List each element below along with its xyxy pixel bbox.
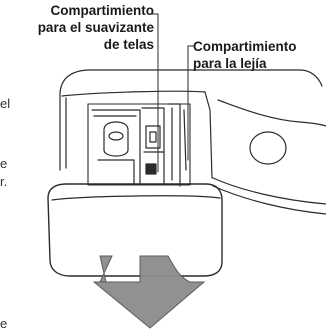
bleach-label: Compartimiento para la lejía: [193, 38, 297, 72]
softener-compartment: [141, 107, 165, 185]
drawer-front-panel: [47, 183, 223, 277]
fabric-softener-label-line2: para el suavizante: [37, 20, 154, 35]
bleach-label-line2: para la lejía: [193, 56, 267, 71]
dispenser-drawer: [87, 103, 191, 186]
side-text-fragment-4: e: [0, 316, 8, 331]
side-text-fragment-3: r.: [0, 174, 8, 189]
side-text-fragment-2: e: [0, 156, 8, 171]
bleach-compartment: [167, 103, 181, 187]
detergent-cup: [103, 121, 129, 151]
side-text-fragment-1: el: [0, 96, 11, 111]
machine-housing-outline: [59, 69, 323, 96]
fabric-softener-label-line1: Compartimiento: [50, 3, 154, 18]
bleach-label-line1: Compartimiento: [193, 39, 297, 54]
fabric-softener-label-line3: de telas: [103, 37, 154, 52]
fabric-softener-label: Compartimiento para el suavizante de tel…: [6, 2, 154, 53]
door-circle: [249, 131, 287, 165]
pull-arrow: [92, 255, 206, 329]
